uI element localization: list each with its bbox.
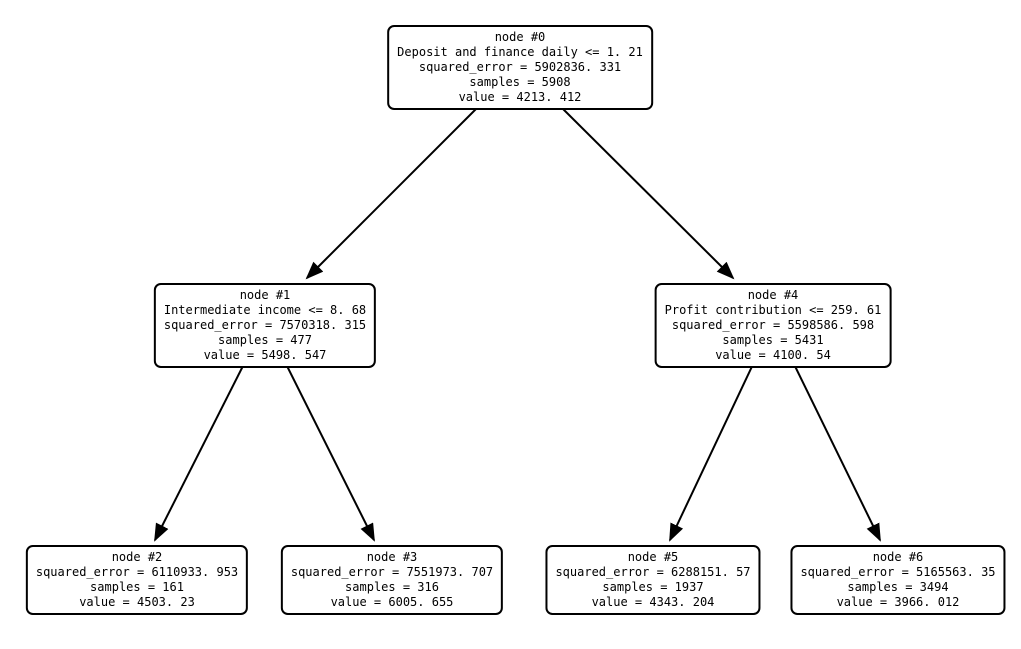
node-squared-error: squared_error = 5165563. 35 bbox=[800, 565, 996, 579]
tree-node-5: node #5 squared_error = 6288151. 57 samp… bbox=[545, 545, 761, 615]
node-samples: samples = 5431 bbox=[722, 333, 824, 347]
tree-node-4: node #4 Profit contribution <= 259. 61 s… bbox=[654, 283, 892, 368]
node-value: value = 4213. 412 bbox=[458, 90, 582, 104]
node-samples: samples = 316 bbox=[345, 580, 439, 594]
tree-node-3: node #3 squared_error = 7551973. 707 sam… bbox=[280, 545, 504, 615]
node-title: node #4 bbox=[747, 288, 799, 302]
node-title: node #5 bbox=[627, 550, 679, 564]
node-title: node #1 bbox=[239, 288, 291, 302]
edge-node1-node2 bbox=[154, 359, 247, 542]
edge-node1-node3 bbox=[283, 359, 375, 542]
node-split-condition: Profit contribution <= 259. 61 bbox=[664, 303, 882, 317]
node-value: value = 4503. 23 bbox=[79, 595, 195, 609]
tree-node-1: node #1 Intermediate income <= 8. 68 squ… bbox=[153, 283, 377, 368]
node-samples: samples = 5908 bbox=[469, 75, 571, 89]
node-value: value = 6005. 655 bbox=[330, 595, 454, 609]
node-title: node #6 bbox=[872, 550, 924, 564]
edge-node0-node1 bbox=[305, 103, 482, 280]
tree-node-6: node #6 squared_error = 5165563. 35 samp… bbox=[790, 545, 1006, 615]
node-title: node #2 bbox=[111, 550, 163, 564]
node-split-condition: Deposit and finance daily <= 1. 21 bbox=[397, 45, 643, 59]
node-value: value = 4100. 54 bbox=[715, 348, 831, 362]
node-squared-error: squared_error = 6110933. 953 bbox=[35, 565, 239, 579]
node-value: value = 5498. 547 bbox=[203, 348, 327, 362]
node-squared-error: squared_error = 6288151. 57 bbox=[555, 565, 751, 579]
node-title: node #3 bbox=[366, 550, 418, 564]
node-squared-error: squared_error = 5598586. 598 bbox=[671, 318, 875, 332]
tree-node-0: node #0 Deposit and finance daily <= 1. … bbox=[387, 25, 653, 110]
node-samples: samples = 1937 bbox=[602, 580, 704, 594]
node-value: value = 4343. 204 bbox=[591, 595, 715, 609]
edge-node4-node5 bbox=[669, 357, 757, 542]
node-title: node #0 bbox=[494, 30, 546, 44]
node-value: value = 3966. 012 bbox=[836, 595, 960, 609]
node-samples: samples = 161 bbox=[90, 580, 184, 594]
tree-node-2: node #2 squared_error = 6110933. 953 sam… bbox=[25, 545, 249, 615]
edge-node4-node6 bbox=[790, 357, 881, 542]
node-squared-error: squared_error = 5902836. 331 bbox=[418, 60, 622, 74]
node-squared-error: squared_error = 7570318. 315 bbox=[163, 318, 367, 332]
node-split-condition: Intermediate income <= 8. 68 bbox=[163, 303, 367, 317]
edge-node0-node4 bbox=[557, 103, 735, 280]
node-samples: samples = 477 bbox=[218, 333, 312, 347]
node-samples: samples = 3494 bbox=[847, 580, 949, 594]
node-squared-error: squared_error = 7551973. 707 bbox=[290, 565, 494, 579]
